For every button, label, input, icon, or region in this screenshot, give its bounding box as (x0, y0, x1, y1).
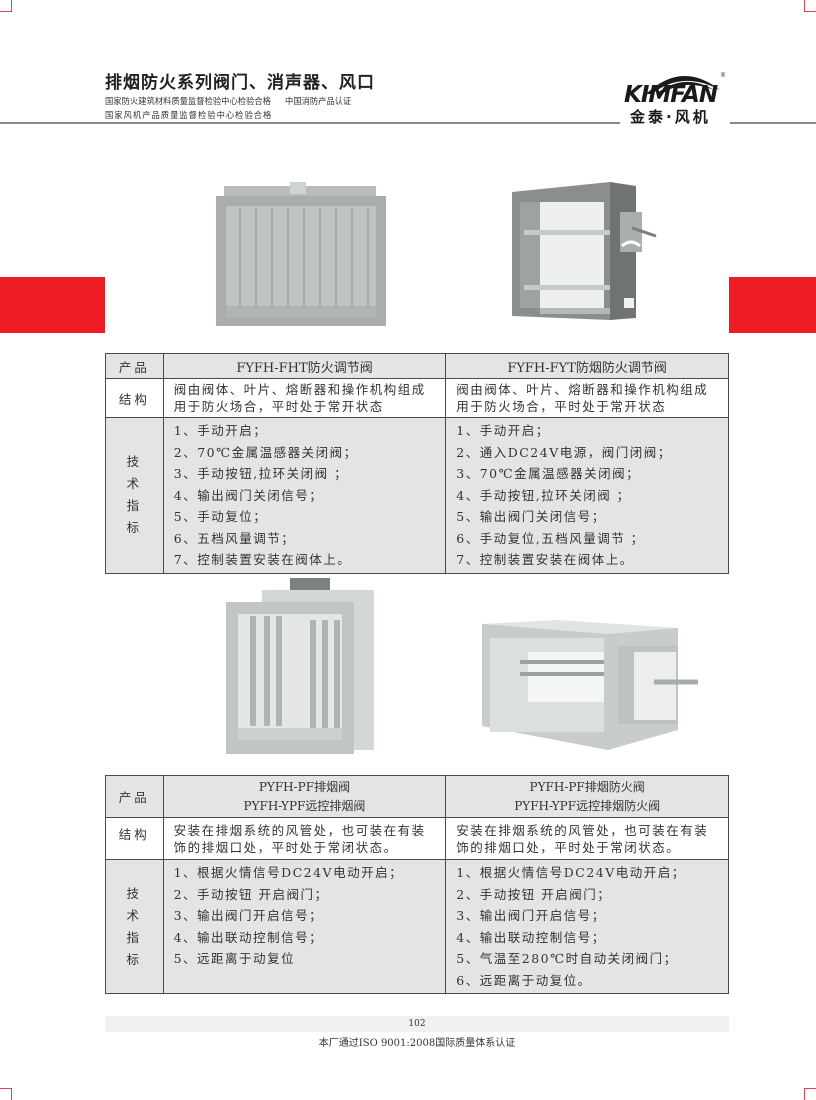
table-row-product: 产品 PYFH-PF排烟阀 PYFH-YPF远控排烟阀 PYFH-PF排烟防火阀… (105, 775, 729, 818)
structure-cell: 阀由阀体、叶片、熔断器和操作机构组成 用于防火场合，平时处于常开状态 (445, 378, 729, 418)
spec-item: 5、远距离于动复位 (173, 951, 296, 966)
structure-cell: 安装在排烟系统的风管处，也可装在有装 饰的排烟口处，平时处于常闭状态。 (445, 817, 729, 860)
kimfan-logo: KIMFAN ® 金泰·风机 (622, 62, 732, 128)
smoke-exhaust-valve-pf-photo (226, 578, 374, 754)
crop-mark-bottom-left (0, 1088, 12, 1100)
spec-item: 3、输出阀门开启信号； (173, 908, 324, 923)
label-char: 术 (126, 476, 143, 492)
label-char: 术 (126, 907, 143, 923)
spec-item: 3、70℃金属温感器关闭阀； (456, 466, 641, 481)
spec-item: 1、根据火情信号DC24V电动开启； (173, 865, 404, 880)
page-number: 102 (408, 1019, 426, 1029)
structure-line: 饰的排烟口处，平时处于常闭状态。 (173, 839, 398, 855)
product-name-cell: PYFH-PF排烟防火阀 PYFH-YPF远控排烟防火阀 (445, 775, 729, 818)
row-label-structure: 结构 (105, 378, 164, 418)
structure-cell: 安装在排烟系统的风管处，也可装在有装 饰的排烟口处，平时处于常闭状态。 (162, 817, 447, 860)
spec-item: 7、控制装置安装在阀体上。 (456, 552, 634, 567)
spec-item: 1、手动开启； (456, 423, 550, 438)
label-char: 标 (126, 520, 143, 536)
product-name: PYFH-PF排烟防火阀 (529, 779, 645, 794)
table-row-structure: 结构 阀由阀体、叶片、熔断器和操作机构组成 用于防火场合，平时处于常开状态 阀由… (105, 378, 729, 418)
row-label-product: 产品 (105, 775, 164, 818)
spec-item: 7、控制装置安装在阀体上。 (173, 552, 352, 567)
spec-item: 5、气温至280℃时自动关闭阀门； (456, 951, 678, 966)
certification-text: 国家防火建筑材料质量监督检验中心检验合格 (105, 96, 271, 106)
spec-item: 2、手动按钮 开启阀门； (456, 886, 612, 902)
registered-mark: ® (720, 72, 726, 79)
row-label-tech-specs: 技 术 指 标 (105, 859, 164, 994)
spec-table-fire-dampers: 产品 FYFH-FHT防火调节阀 FYFH-FYT防烟防火调节阀 结构 阀由阀体… (105, 353, 729, 574)
spec-item: 4、输出阀门关闭信号； (173, 487, 324, 503)
header-divider (0, 122, 620, 124)
label-char: 技 (126, 885, 143, 901)
certification-text: 中国消防产品认证 (284, 96, 352, 106)
tech-specs-cell: 1、手动开启； 2、70℃金属温感器关闭阀； 3、手动按钮,拉环关闭阀 ； 4、… (162, 417, 447, 574)
label-char: 指 (126, 929, 143, 945)
structure-line: 用于防火场合，平时处于常开状态 (456, 399, 667, 414)
spec-item: 6、远距离于动复位。 (456, 972, 592, 988)
table-row-structure: 结构 安装在排烟系统的风管处，也可装在有装 饰的排烟口处，平时处于常闭状态。 安… (105, 817, 729, 860)
logo-swoosh-icon (646, 75, 720, 94)
spec-item: 2、70℃金属温感器关闭阀； (173, 444, 358, 460)
spec-item: 1、手动开启； (173, 423, 268, 438)
spec-item: 2、通入DC24V电源，阀门闭阀； (456, 444, 672, 460)
product-name-cell: FYFH-FYT防烟防火调节阀 (445, 353, 729, 379)
spec-item: 5、手动复位； (173, 509, 268, 524)
header-divider (730, 122, 816, 124)
crop-mark-bottom-right (804, 1088, 816, 1100)
logo-brand-text: KIMFAN (624, 82, 718, 108)
crop-mark-top-right (804, 0, 816, 12)
spec-item: 4、输出联动控制信号； (173, 929, 324, 945)
structure-line: 安装在排烟系统的风管处，也可装在有装 (456, 822, 709, 838)
spec-item: 2、手动按钮 开启阀门； (173, 886, 329, 902)
product-name: PYFH-PF排烟阀 (258, 779, 351, 794)
table-row-product: 产品 FYFH-FHT防火调节阀 FYFH-FYT防烟防火调节阀 (105, 353, 729, 379)
spec-item: 4、手动按钮,拉环关闭阀 ； (456, 487, 631, 503)
spec-item: 4、输出联动控制信号； (456, 929, 606, 945)
spec-item: 6、手动复位,五档风量调节 ； (456, 530, 645, 546)
row-label-product: 产品 (105, 353, 164, 379)
product-name: PYFH-YPF远控排烟阀 (243, 798, 366, 813)
table-row-tech-specs: 技 术 指 标 1、根据火情信号DC24V电动开启； 2、手动按钮 开启阀门； … (105, 859, 729, 994)
logo-chinese-name: 金泰·风机 (630, 108, 711, 126)
iso-certification-note: 本厂通过ISO 9001:2008国际质量体系认证 (318, 1038, 516, 1049)
page-number-bar: 102 (105, 1016, 729, 1032)
tech-specs-cell: 1、手动开启； 2、通入DC24V电源，阀门闭阀； 3、70℃金属温感器关闭阀；… (445, 417, 729, 574)
product-name-cell: FYFH-FHT防火调节阀 (162, 353, 447, 379)
tech-specs-cell: 1、根据火情信号DC24V电动开启； 2、手动按钮 开启阀门； 3、输出阀门开启… (162, 859, 447, 994)
structure-line: 安装在排烟系统的风管处，也可装在有装 (173, 822, 426, 838)
structure-line: 阀由阀体、叶片、熔断器和操作机构组成 (456, 382, 709, 397)
structure-line: 阀由阀体、叶片、熔断器和操作机构组成 (173, 382, 426, 397)
page-title: 排烟防火系列阀门、消声器、风口 (105, 73, 375, 93)
spec-item: 1、根据火情信号DC24V电动开启； (456, 865, 686, 880)
structure-cell: 阀由阀体、叶片、熔断器和操作机构组成 用于防火场合，平时处于常开状态 (162, 378, 447, 418)
certification-line-1: 国家防火建筑材料质量监督检验中心检验合格 中国消防产品认证 (105, 95, 351, 107)
red-side-tab-right (729, 277, 816, 333)
fire-damper-fht-photo (216, 182, 386, 326)
crop-mark-top-left (0, 0, 12, 12)
structure-line: 饰的排烟口处，平时处于常闭状态。 (456, 839, 681, 855)
label-char: 标 (126, 951, 143, 967)
row-label-structure: 结构 (105, 817, 164, 860)
spec-item: 3、输出阀门开启信号； (456, 908, 606, 923)
label-char: 指 (126, 498, 143, 514)
smoke-exhaust-fire-valve-pf-photo (482, 620, 698, 750)
tech-specs-cell: 1、根据火情信号DC24V电动开启； 2、手动按钮 开启阀门； 3、输出阀门开启… (445, 859, 729, 994)
label-char: 技 (126, 454, 143, 470)
spec-table-smoke-exhaust-valves: 产品 PYFH-PF排烟阀 PYFH-YPF远控排烟阀 PYFH-PF排烟防火阀… (105, 775, 729, 994)
red-side-tab-left (0, 277, 105, 333)
spec-item: 6、五档风量调节； (173, 530, 296, 546)
product-name: FYFH-FYT防烟防火调节阀 (507, 360, 667, 376)
spec-item: 3、手动按钮,拉环关闭阀 ； (173, 466, 349, 481)
spec-item: 5、输出阀门关闭信号； (456, 509, 606, 524)
structure-line: 用于防火场合，平时处于常开状态 (173, 399, 384, 414)
certification-line-2: 国家风机产品质量监督检验中心检验合格 (105, 109, 272, 121)
product-name: PYFH-YPF远控排烟防火阀 (514, 798, 661, 813)
product-name-cell: PYFH-PF排烟阀 PYFH-YPF远控排烟阀 (162, 775, 447, 818)
table-row-tech-specs: 技 术 指 标 1、手动开启； 2、70℃金属温感器关闭阀； 3、手动按钮,拉环… (105, 417, 729, 574)
certification-text: 国家风机产品质量监督检验中心检验合格 (105, 110, 273, 120)
product-name: FYFH-FHT防火调节阀 (236, 360, 373, 376)
smoke-fire-damper-fyt-photo (512, 182, 657, 320)
row-label-tech-specs: 技 术 指 标 (105, 417, 164, 574)
